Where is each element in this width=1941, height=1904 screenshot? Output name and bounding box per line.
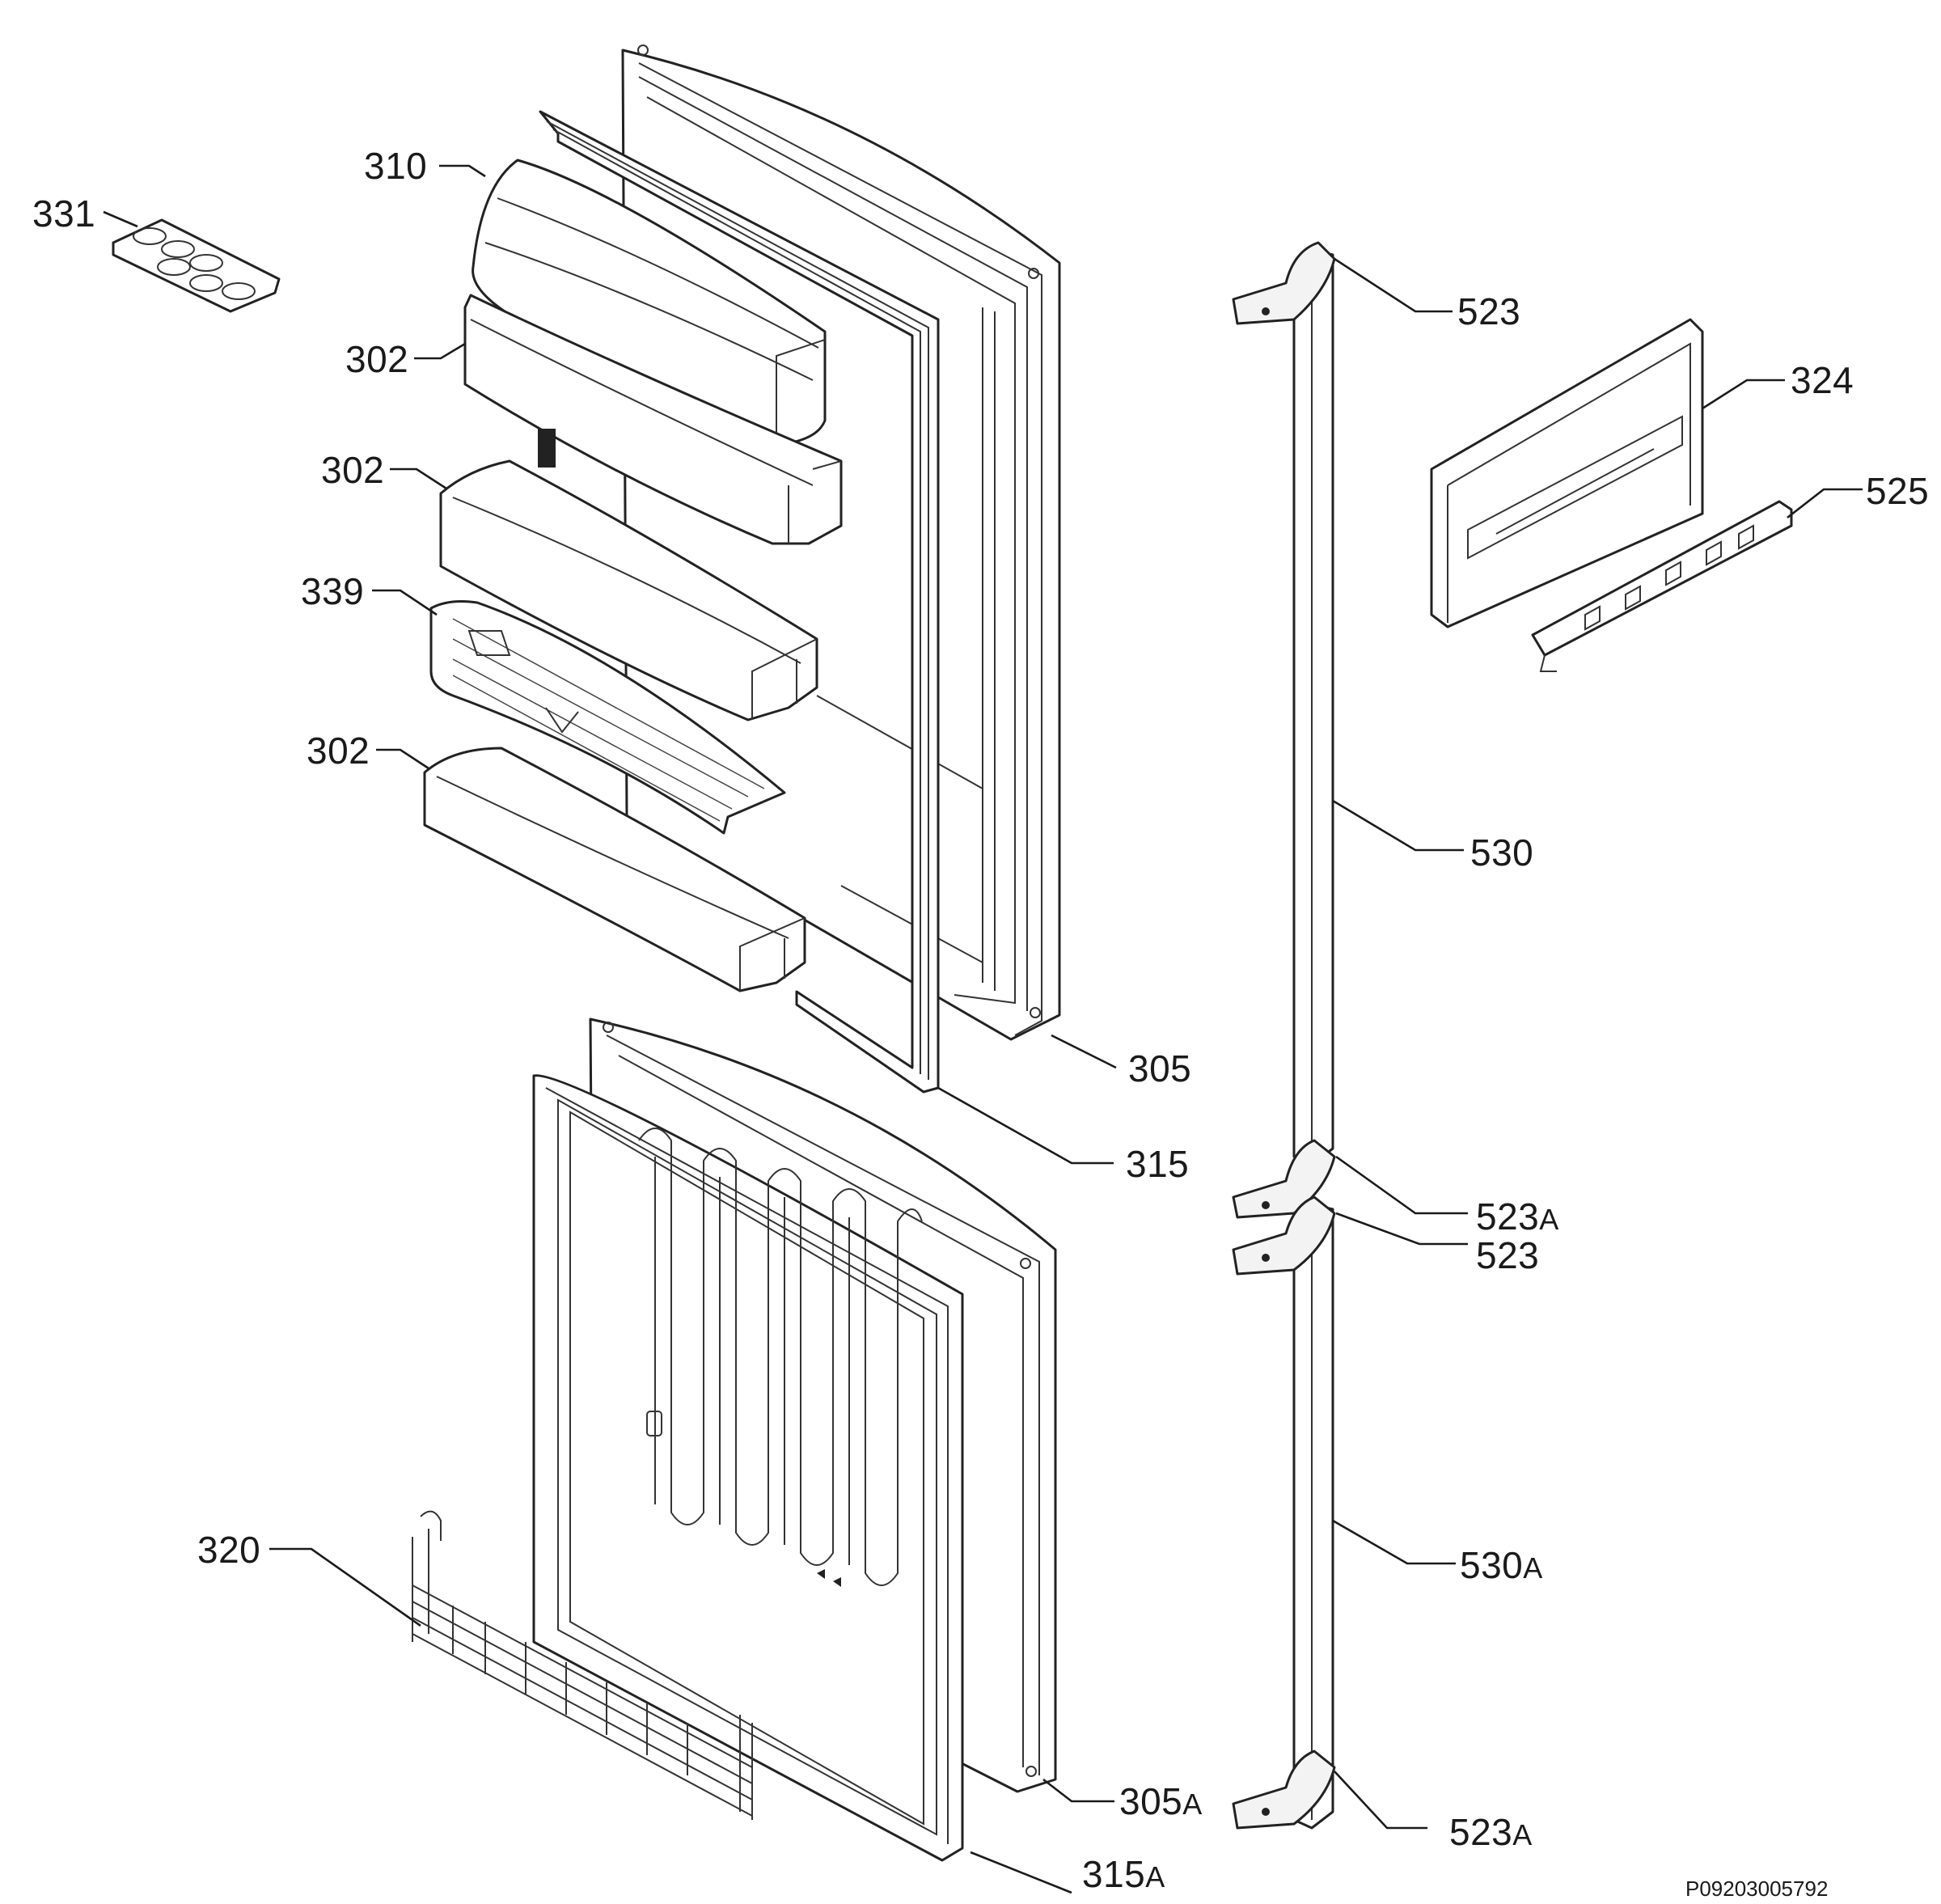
callout-number: 302 bbox=[345, 338, 409, 380]
callout-number: 305 bbox=[1128, 1047, 1192, 1090]
dairy-lid-part bbox=[472, 159, 827, 446]
callout-339: 339 bbox=[301, 573, 364, 610]
wire-rack-part bbox=[412, 1510, 753, 1820]
callout-number: 302 bbox=[321, 449, 385, 491]
callout-number: 523 bbox=[1449, 1811, 1513, 1853]
lower-handle-part bbox=[1232, 1195, 1336, 1830]
callout-number: 523 bbox=[1476, 1195, 1540, 1238]
callout-523-top: 523 bbox=[1457, 293, 1520, 330]
callout-530a: 530A bbox=[1460, 1546, 1543, 1584]
callout-number: 530 bbox=[1460, 1544, 1524, 1586]
upper-door-gasket bbox=[539, 110, 940, 1094]
door-tray-upper bbox=[463, 294, 843, 545]
callout-number: 523 bbox=[1476, 1234, 1540, 1276]
callout-suffix: A bbox=[1523, 1551, 1543, 1585]
callout-305a: 305A bbox=[1119, 1783, 1203, 1820]
callout-suffix: A bbox=[1512, 1818, 1533, 1851]
control-board-strip bbox=[1531, 500, 1793, 672]
callout-number: 523 bbox=[1457, 290, 1521, 332]
drawing-id: P09203005792 bbox=[1685, 1876, 1829, 1901]
callout-324: 324 bbox=[1791, 362, 1854, 399]
callout-523a-upper: 523A bbox=[1476, 1198, 1559, 1235]
callout-suffix: A bbox=[1539, 1203, 1559, 1236]
control-panel-cover bbox=[1430, 318, 1704, 628]
bottle-retainer-part bbox=[429, 600, 786, 835]
lower-door-gasket bbox=[532, 1074, 964, 1862]
callout-302-middle: 302 bbox=[321, 451, 384, 489]
callout-number: 339 bbox=[301, 570, 365, 612]
callout-320: 320 bbox=[197, 1531, 260, 1568]
callout-number: 320 bbox=[197, 1529, 261, 1571]
callout-number: 324 bbox=[1791, 359, 1854, 401]
callout-number: 530 bbox=[1470, 831, 1534, 874]
callout-331: 331 bbox=[32, 195, 95, 232]
callout-305: 305 bbox=[1128, 1050, 1191, 1087]
callout-523-lower: 523 bbox=[1476, 1237, 1539, 1274]
door-tray-middle bbox=[439, 459, 818, 721]
upper-handle-part bbox=[1232, 241, 1336, 1219]
callout-523a-bottom: 523A bbox=[1449, 1813, 1533, 1851]
callout-310: 310 bbox=[364, 147, 427, 184]
callout-530: 530 bbox=[1470, 834, 1533, 871]
callout-number: 315 bbox=[1082, 1853, 1146, 1895]
callout-302-upper: 302 bbox=[345, 341, 408, 378]
callout-302-lower: 302 bbox=[307, 732, 370, 769]
callout-suffix: A bbox=[1145, 1860, 1165, 1893]
callout-315a: 315A bbox=[1082, 1855, 1165, 1893]
callout-525: 525 bbox=[1866, 472, 1929, 510]
leader-lines bbox=[103, 164, 1863, 1894]
door-tray-lower bbox=[423, 747, 806, 992]
callout-number: 310 bbox=[364, 145, 428, 187]
callout-315: 315 bbox=[1126, 1145, 1189, 1183]
callout-suffix: A bbox=[1182, 1788, 1203, 1821]
callout-number: 315 bbox=[1126, 1143, 1190, 1185]
callout-number: 302 bbox=[307, 730, 370, 772]
callout-number: 305 bbox=[1119, 1780, 1183, 1822]
freezer-liner-ribs bbox=[638, 1128, 923, 1587]
callout-number: 525 bbox=[1866, 470, 1930, 512]
egg-tray-part bbox=[112, 218, 281, 313]
callout-number: 331 bbox=[32, 193, 96, 235]
